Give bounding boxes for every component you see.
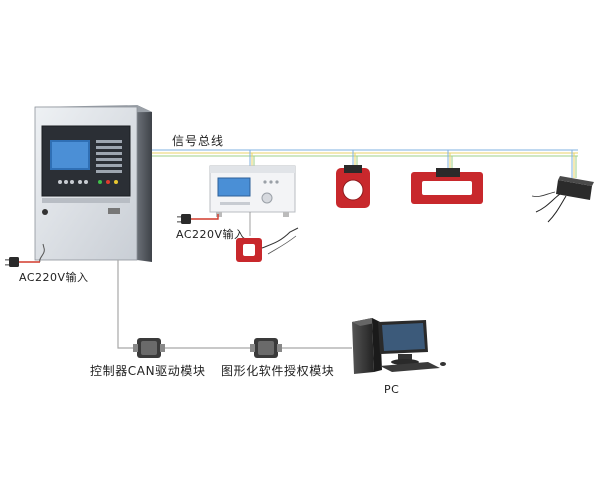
label-signal-bus: 信号总线	[172, 134, 224, 148]
label-ac-input-controller: AC220V输入	[19, 270, 89, 284]
label-can-module: 控制器CAN驱动模块	[90, 364, 206, 378]
label-ac-input-module: AC220V输入	[176, 227, 246, 241]
round-current-sensor	[336, 165, 370, 208]
auth-module	[250, 338, 282, 358]
pc-screen	[382, 323, 425, 351]
rect-current-sensor	[411, 168, 483, 204]
signal-bus-lines	[150, 149, 578, 178]
power-plug-controller	[5, 243, 45, 267]
lock-icon	[42, 209, 48, 215]
can-driver-module	[133, 338, 165, 358]
label-auth-module: 图形化软件授权模块	[221, 363, 334, 378]
small-current-sensor	[236, 212, 299, 262]
controller-buttons	[96, 140, 122, 173]
controller-cabinet	[34, 105, 152, 262]
module-screen	[217, 177, 251, 197]
can-wire	[117, 260, 352, 349]
label-pc: PC	[384, 383, 399, 396]
mouse-icon	[440, 362, 446, 366]
pc-computer	[352, 318, 446, 374]
monitoring-module	[209, 165, 296, 217]
power-plug-module	[177, 214, 219, 224]
temperature-sensor	[531, 176, 594, 223]
